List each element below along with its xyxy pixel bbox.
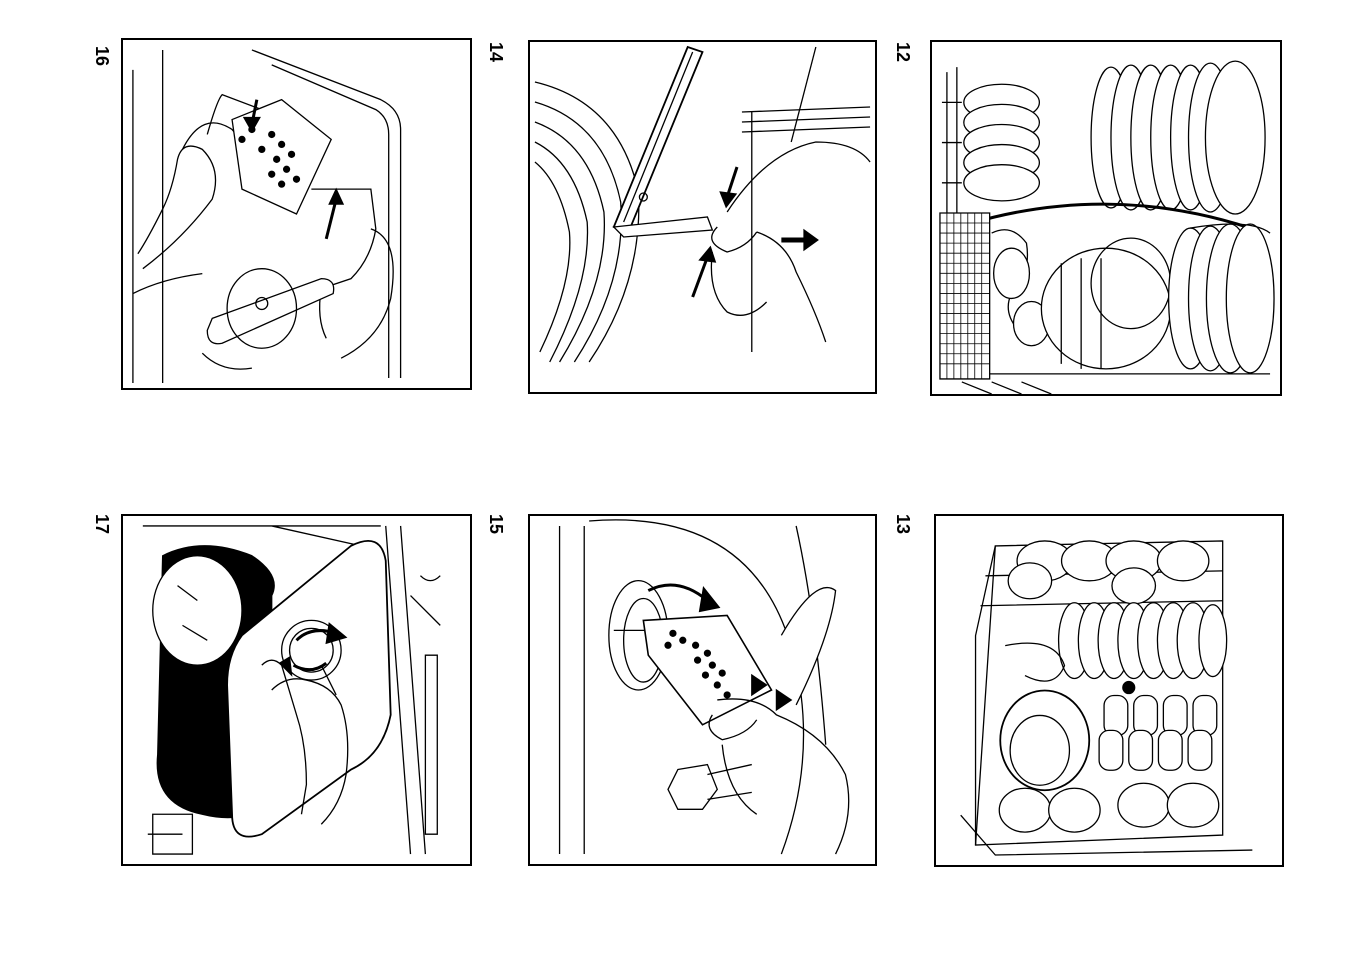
spray-arm-removal-illustration xyxy=(530,42,875,392)
figure-number-15: 15 xyxy=(486,509,506,539)
figure-15-panel xyxy=(528,514,877,866)
figure-14-panel xyxy=(528,40,877,394)
figure-17-panel xyxy=(121,514,472,866)
figure-number-13: 13 xyxy=(893,509,913,539)
upper-basket-loaded-illustration xyxy=(936,516,1282,865)
figure-number-16: 16 xyxy=(92,41,112,71)
figure-16-panel xyxy=(121,38,472,390)
filter-cover-unscrew-illustration xyxy=(123,516,470,864)
figure-number-12: 12 xyxy=(893,37,913,67)
figure-12-panel xyxy=(930,40,1282,396)
lower-basket-loaded-illustration xyxy=(932,42,1280,394)
filter-removal-illustration xyxy=(123,40,470,388)
figure-number-14: 14 xyxy=(486,37,506,67)
filter-insert-illustration xyxy=(530,516,875,864)
figure-13-panel xyxy=(934,514,1284,867)
figure-number-17: 17 xyxy=(92,509,112,539)
